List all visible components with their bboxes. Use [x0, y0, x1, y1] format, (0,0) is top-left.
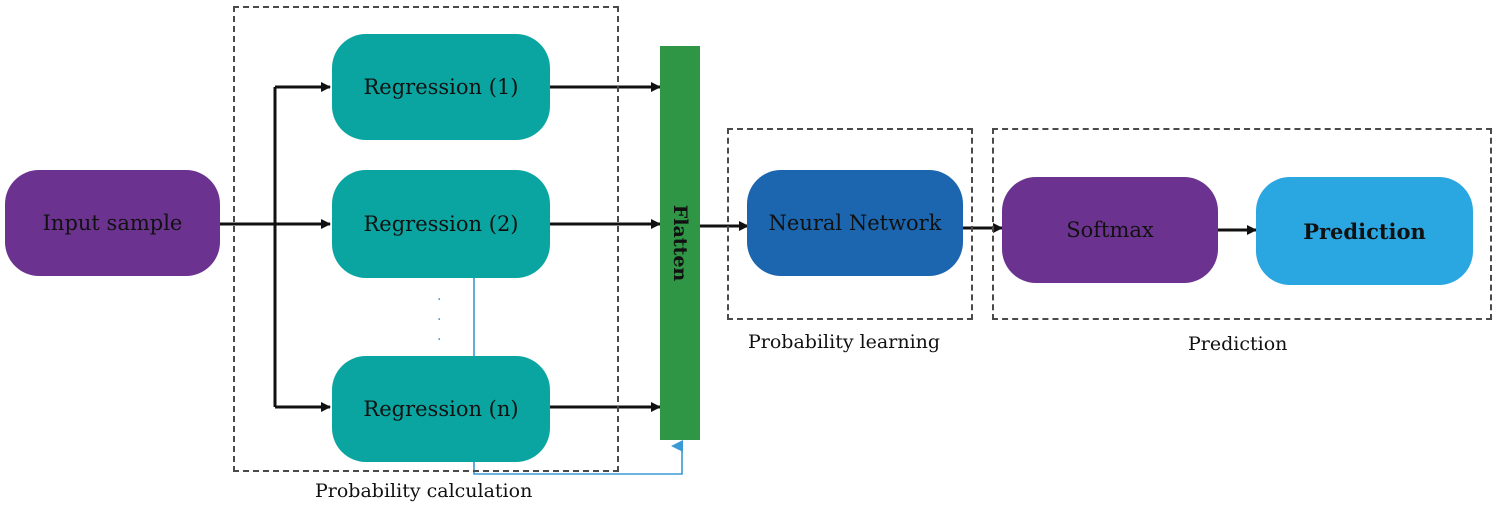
node-softmax: Softmax: [1002, 177, 1218, 283]
node-flatten: Flatten: [660, 46, 700, 440]
group-probability-learning: [727, 128, 973, 320]
node-softmax-label: Softmax: [1066, 218, 1154, 242]
node-prediction-label: Prediction: [1303, 218, 1426, 244]
ellipsis-dots: ···: [437, 292, 442, 348]
label-probability-learning: Probability learning: [748, 331, 941, 353]
node-flatten-label: Flatten: [669, 204, 691, 282]
node-neural-network-label: Neural Network: [768, 211, 942, 235]
node-regression-2: Regression (2): [332, 170, 550, 278]
group-probability-calculation: [233, 6, 619, 472]
label-probability-calculation: Probability calculation: [315, 480, 533, 502]
group-prediction: [992, 128, 1492, 320]
label-prediction: Prediction: [1188, 333, 1288, 355]
node-input-sample: Input sample: [5, 170, 220, 276]
node-regression-1-label: Regression (1): [363, 75, 519, 99]
node-regression-n-label: Regression (n): [363, 397, 519, 421]
node-prediction: Prediction: [1256, 177, 1473, 285]
node-regression-n: Regression (n): [332, 356, 550, 462]
node-neural-network: Neural Network: [747, 170, 963, 276]
node-input-sample-label: Input sample: [42, 211, 183, 235]
node-regression-1: Regression (1): [332, 34, 550, 140]
node-regression-2-label: Regression (2): [363, 212, 519, 236]
